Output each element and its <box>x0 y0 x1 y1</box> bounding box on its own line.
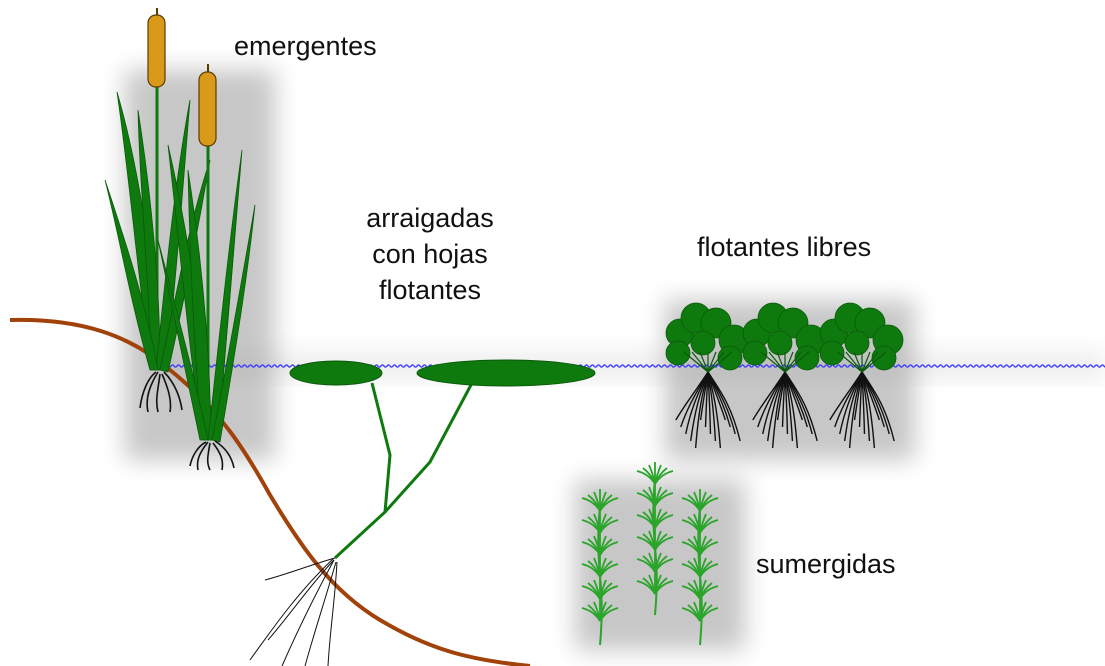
petioles <box>335 383 472 558</box>
floating-leaf-blob <box>768 331 792 355</box>
cattail-spike <box>199 72 216 146</box>
label-line-1: arraigadas <box>330 200 530 236</box>
floating-leaf-small <box>290 361 382 385</box>
label-line-3: flotantes <box>330 272 530 308</box>
floating-leaf-blob <box>820 341 844 365</box>
floating-leaf-blob <box>743 341 767 365</box>
label-emergentes: emergentes <box>234 28 377 64</box>
floating-leaf-blob <box>845 331 869 355</box>
floating-leaf-blob <box>872 346 896 370</box>
cattail-spike <box>148 15 165 87</box>
floating-leaf-blob <box>718 346 742 370</box>
floating-leaf-large <box>417 360 595 386</box>
label-sumergidas: sumergidas <box>756 546 896 582</box>
floating-leaf-blob <box>795 346 819 370</box>
label-line-2: con hojas <box>330 236 530 272</box>
floating-leaf-blob <box>666 341 690 365</box>
rooted-floating-leaf-plant <box>250 360 595 666</box>
floating-leaf-blob <box>691 331 715 355</box>
label-flotantes-libres: flotantes libres <box>697 229 871 265</box>
label-arraigadas-con-hojas-flotantes: arraigadas con hojas flotantes <box>330 200 530 308</box>
